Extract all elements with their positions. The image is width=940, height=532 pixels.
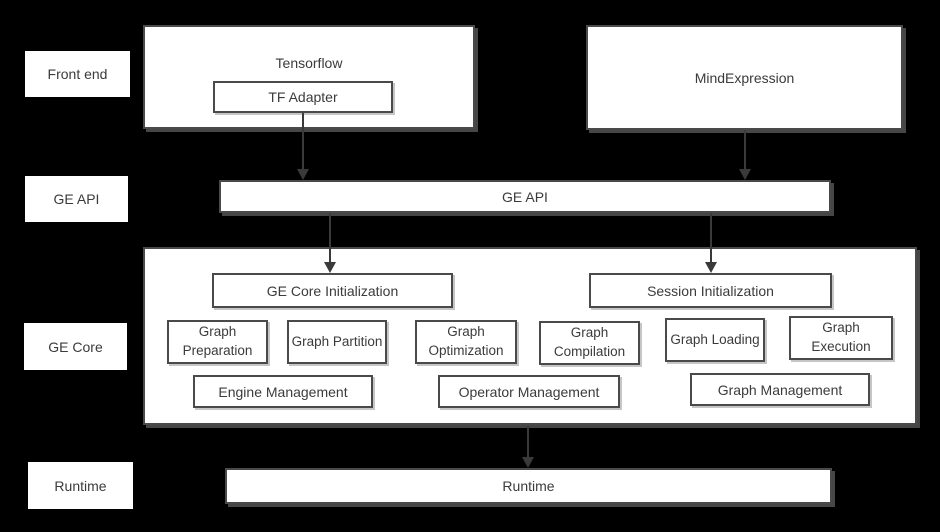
tensorflow-box: Tensorflow: [143, 25, 475, 129]
runtime-bar-label: Runtime: [502, 478, 555, 494]
module-box-graph-compilation: Graph Compilation: [539, 321, 640, 365]
management-label-graph: Graph Management: [717, 381, 843, 398]
module-label-graph-optimization: Graph Optimization: [428, 324, 504, 358]
mindexpression-label: MindExpression: [694, 69, 795, 86]
module-box-graph-partition: Graph Partition: [287, 320, 387, 364]
ge-core-initialization-box: GE Core Initialization: [212, 273, 453, 308]
arrow-tf-adapter-to-ge-api-icon: [297, 113, 309, 180]
module-box-graph-execution: Graph Execution: [789, 316, 893, 360]
management-box-graph: Graph Management: [690, 373, 870, 406]
session-initialization-box: Session Initialization: [589, 273, 832, 308]
ge-api-bar-label: GE API: [502, 188, 548, 205]
row-label-runtime-text: Runtime: [54, 477, 107, 494]
tf-adapter-box: TF Adapter: [213, 81, 393, 113]
management-box-operator: Operator Management: [438, 375, 620, 408]
management-box-engine: Engine Management: [193, 375, 373, 408]
module-label-graph-partition: Graph Partition: [291, 333, 383, 349]
module-box-graph-optimization: Graph Optimization: [415, 320, 517, 364]
arrow-ge-api-to-session-init-icon: [705, 213, 717, 273]
mindexpression-box: MindExpression: [586, 25, 903, 130]
arrow-ge-core-to-runtime-icon: [522, 426, 534, 468]
module-label-graph-preparation: Graph Preparation: [182, 324, 253, 358]
module-label-graph-execution: Graph Execution: [811, 320, 871, 354]
row-label-front-end-text: Front end: [47, 66, 108, 82]
session-initialization-label: Session Initialization: [647, 282, 774, 299]
ge-core-initialization-label: GE Core Initialization: [266, 282, 399, 299]
ge-api-bar: GE API: [219, 180, 831, 213]
row-label-ge-api: GE API: [25, 176, 128, 222]
row-label-ge-api-text: GE API: [53, 191, 100, 207]
tf-adapter-label: TF Adapter: [268, 89, 338, 105]
row-label-ge-core: GE Core: [24, 323, 127, 370]
management-label-operator: Operator Management: [458, 383, 600, 400]
row-label-front-end: Front end: [25, 51, 130, 97]
row-label-runtime: Runtime: [28, 462, 133, 509]
runtime-bar: Runtime: [225, 468, 832, 504]
arrow-mindexpression-to-ge-api-icon: [739, 130, 751, 180]
arrow-ge-api-to-core-init-icon: [324, 213, 336, 273]
tensorflow-label: Tensorflow: [275, 55, 343, 71]
module-box-graph-preparation: Graph Preparation: [167, 320, 268, 364]
module-label-graph-loading: Graph Loading: [670, 331, 760, 347]
management-label-engine: Engine Management: [218, 383, 348, 400]
module-box-graph-loading: Graph Loading: [665, 318, 765, 362]
row-label-ge-core-text: GE Core: [48, 338, 103, 355]
module-label-graph-compilation: Graph Compilation: [553, 325, 626, 359]
